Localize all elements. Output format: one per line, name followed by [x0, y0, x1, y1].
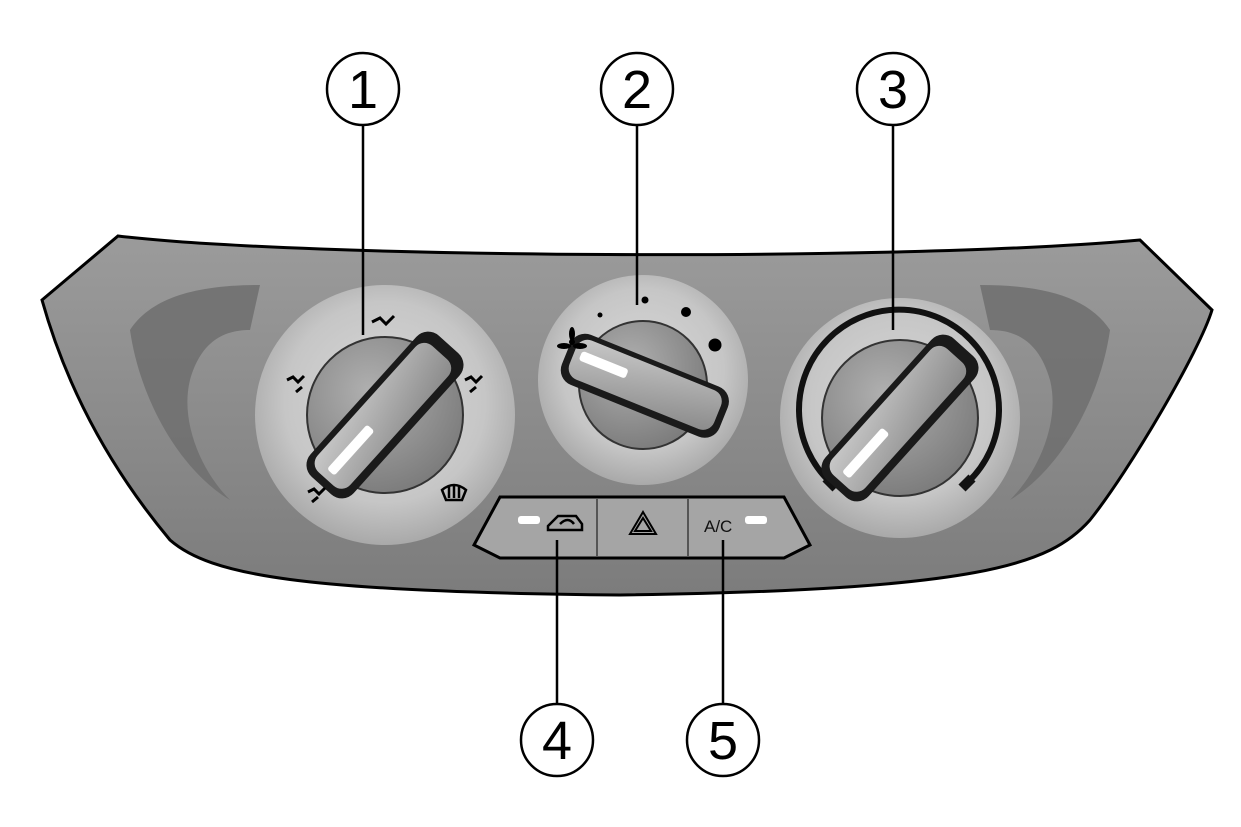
foot-defrost-icon [464, 374, 484, 394]
mode-selector-knob[interactable] [255, 285, 515, 545]
fan-icon [557, 327, 587, 349]
svg-text:4: 4 [542, 711, 572, 771]
hazard-button[interactable] [628, 510, 658, 535]
fan-speed-dots [597, 296, 722, 352]
callout-1: 1 [325, 51, 401, 127]
svg-text:3: 3 [878, 60, 908, 120]
callout-leaders [361, 125, 895, 704]
callout-2: 2 [599, 51, 675, 127]
bi-level-icon [286, 374, 306, 394]
floor-vent-icon [307, 486, 327, 504]
face-vent-icon [371, 314, 396, 327]
ac-button-label: A/C [704, 517, 732, 536]
svg-text:1: 1 [348, 60, 378, 120]
windshield-defrost-icon [440, 483, 468, 502]
callout-5: 5 [685, 702, 761, 778]
svg-text:5: 5 [708, 711, 738, 771]
recirculation-button[interactable] [518, 514, 584, 532]
hazard-triangle-icon [628, 510, 658, 535]
fan-speed-knob[interactable] [538, 275, 748, 485]
recirculation-icon [546, 514, 584, 532]
ac-button[interactable]: A/C [704, 516, 767, 536]
temperature-knob[interactable] [780, 298, 1020, 538]
svg-text:2: 2 [622, 60, 652, 120]
button-strip [471, 495, 813, 560]
callout-3: 3 [855, 51, 931, 127]
callout-4: 4 [519, 702, 595, 778]
